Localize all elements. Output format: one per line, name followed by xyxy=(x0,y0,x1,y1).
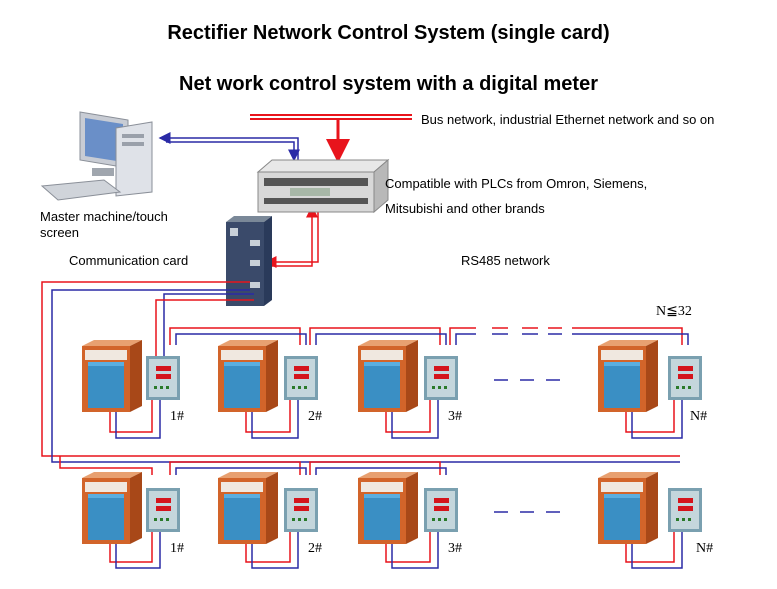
row1-unit-2 xyxy=(218,340,318,439)
row1-unit-1 xyxy=(82,340,180,439)
communication-card-icon xyxy=(226,216,272,306)
row2-unit-label: N# xyxy=(696,541,714,556)
master-machine-label-2: screen xyxy=(40,225,80,240)
row1-unit-label: 2# xyxy=(308,409,322,424)
diagram-title: Rectifier Network Control System (single… xyxy=(167,22,610,44)
row1-unit-n xyxy=(598,340,702,439)
plc-compat-label-2: Mitsubishi and other brands xyxy=(385,201,545,216)
row2-unit-label: 1# xyxy=(170,541,184,556)
row1-daisy-chain xyxy=(169,327,689,381)
n-limit-label: N≦32 xyxy=(656,304,692,319)
row2-unit-label: 3# xyxy=(448,541,462,556)
row1-unit-label: N# xyxy=(690,409,708,424)
row2-unit-2 xyxy=(218,472,318,569)
row2-unit-label: 2# xyxy=(308,541,322,556)
row1-unit-label: 1# xyxy=(170,409,184,424)
plc-compat-label-1: Compatible with PLCs from Omron, Siemens… xyxy=(385,176,648,191)
plc-icon xyxy=(256,158,390,214)
row2-unit-1 xyxy=(82,472,180,569)
row1-unit-label: 3# xyxy=(448,409,462,424)
diagram-subtitle: Net work control system with a digital m… xyxy=(179,73,598,95)
rs485-network-label: RS485 network xyxy=(461,253,550,268)
master-computer-icon xyxy=(40,111,153,201)
communication-card-label: Communication card xyxy=(69,253,189,268)
bus-network-label: Bus network, industrial Ethernet network… xyxy=(421,112,715,127)
row2-daisy-chain xyxy=(59,456,560,513)
row2-unit-n xyxy=(598,472,702,569)
row2-unit-3 xyxy=(358,472,458,569)
row1-unit-3 xyxy=(358,340,458,439)
master-machine-label-1: Master machine/touch xyxy=(40,209,168,224)
